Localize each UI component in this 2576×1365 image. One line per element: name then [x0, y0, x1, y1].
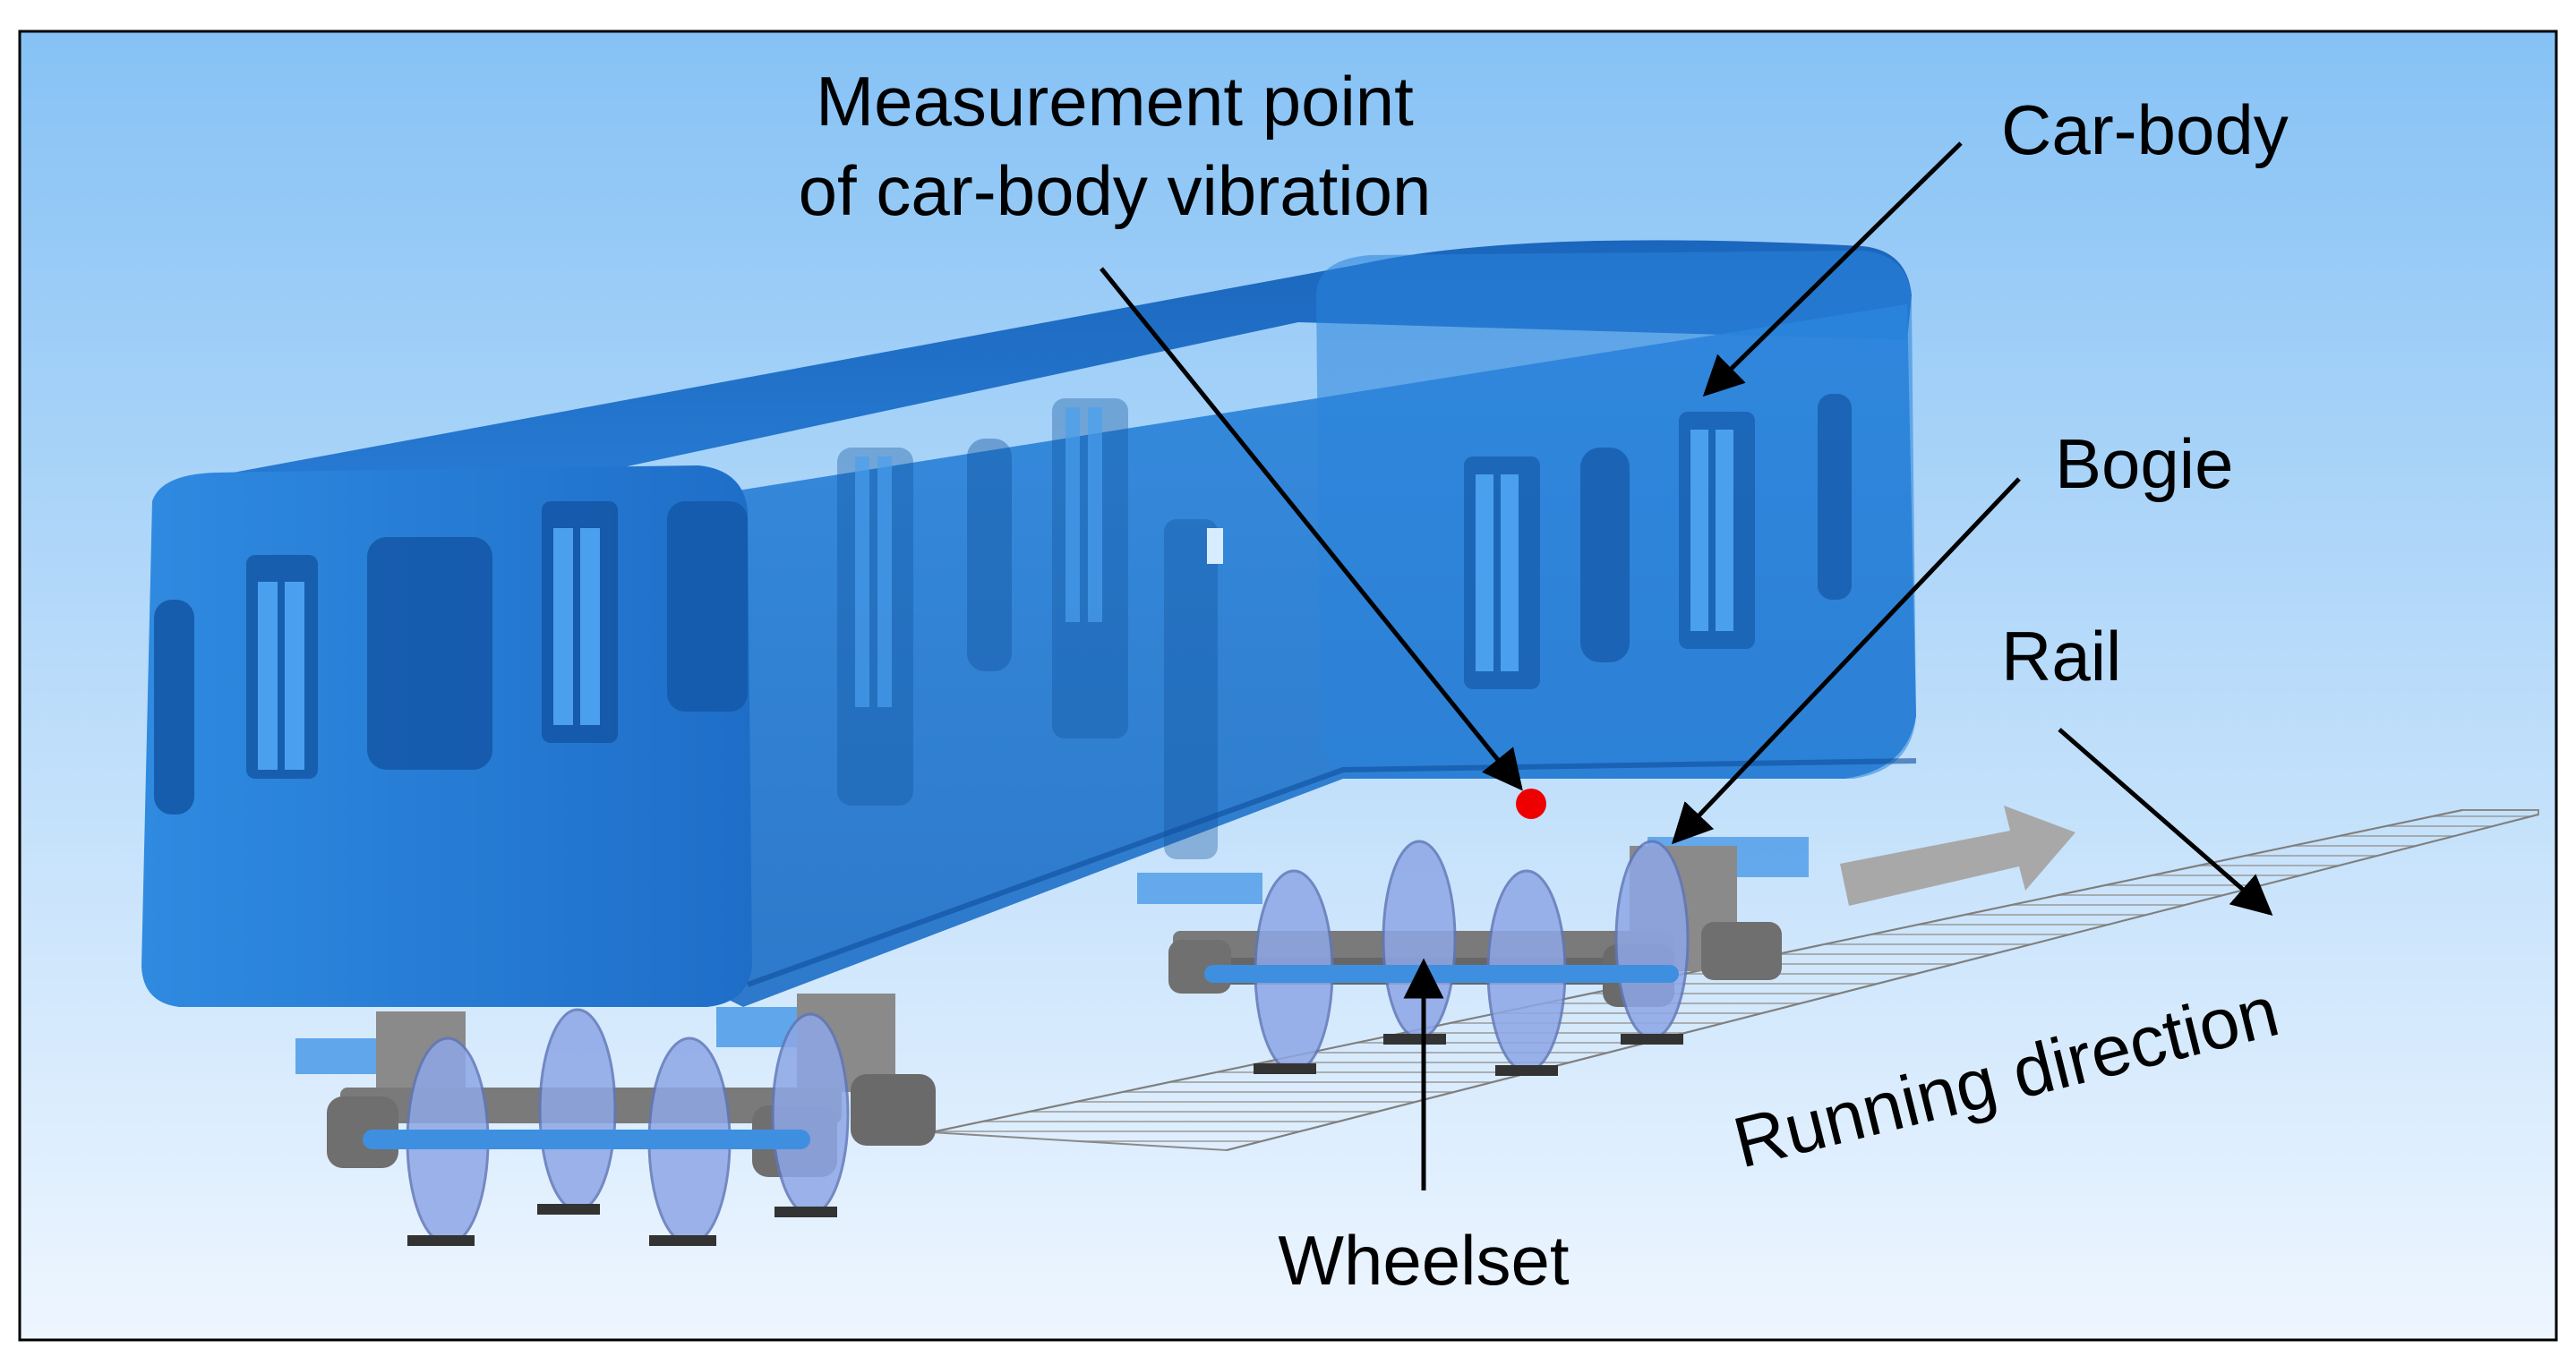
label-wheelset: Wheelset: [1278, 1221, 1569, 1300]
label-car-body: Car-body: [2001, 90, 2289, 169]
leader-rail: [2058, 728, 2273, 916]
label-measurement-line1: Measurement point: [816, 62, 1414, 141]
leader-measurement: [1100, 267, 1523, 791]
running-direction-arrow: [1840, 806, 2075, 906]
measurement-point-marker: [1516, 789, 1546, 819]
leader-lines: [1100, 141, 2273, 1190]
label-measurement-line2: of car-body vibration: [799, 151, 1432, 230]
leader-bogie: [1671, 477, 2021, 845]
leader-car-body: [1702, 141, 1963, 397]
label-rail: Rail: [2001, 617, 2121, 695]
label-bogie: Bogie: [2055, 424, 2234, 503]
bogie-front: [295, 994, 936, 1246]
car-body: [141, 240, 1917, 1007]
